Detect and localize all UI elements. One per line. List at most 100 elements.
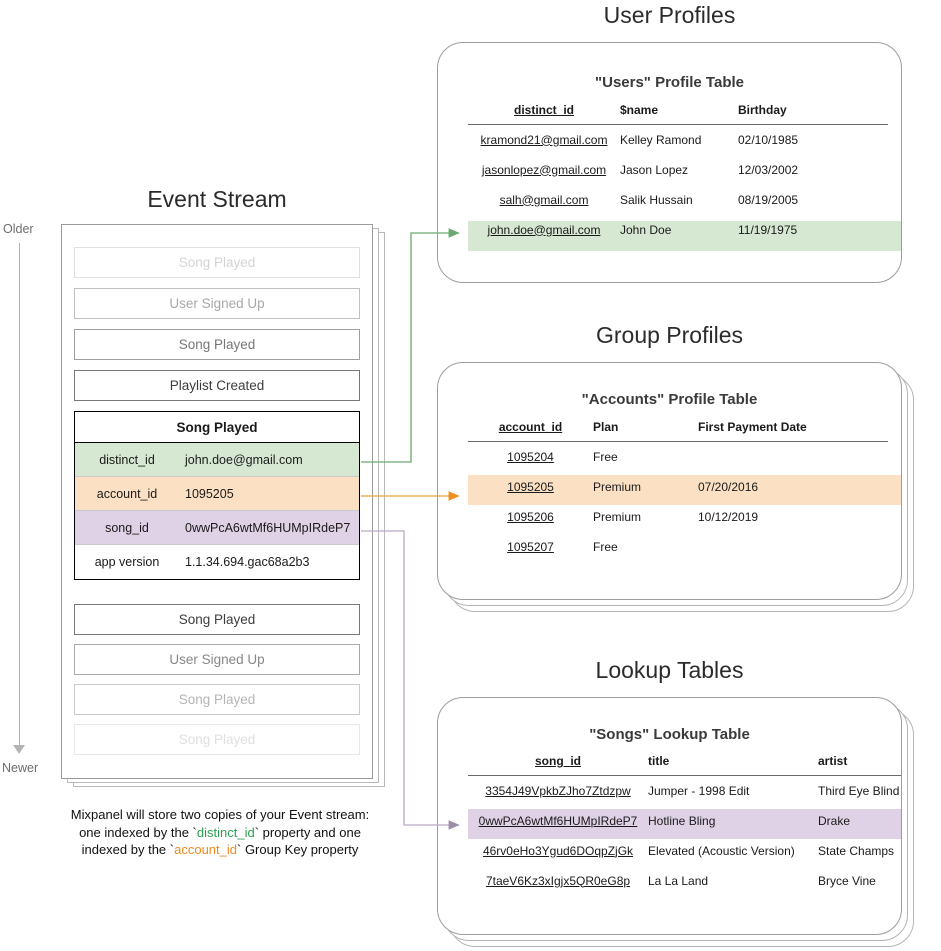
users-cell-distinct-id: kramond21@gmail.com	[480, 132, 608, 147]
table-row[interactable]: 1095204 Free	[468, 442, 888, 472]
accounts-col-account-id: account_id	[498, 420, 563, 434]
caption-line-3: indexed by the `account_id` Group Key pr…	[30, 841, 410, 859]
axis-label-newer: Newer	[2, 761, 39, 775]
page-title-user-profiles: User Profiles	[603, 2, 736, 28]
accounts-table: account_id Plan First Payment Date 10952…	[468, 420, 888, 562]
event-card[interactable]: Song Played	[74, 684, 360, 715]
event-card[interactable]: User Signed Up	[74, 288, 360, 319]
users-col-distinct-id: distinct_id	[513, 103, 574, 117]
event-property-row-distinct-id: distinct_id john.doe@gmail.com	[75, 443, 359, 477]
event-property-value: john.doe@gmail.com	[185, 452, 303, 467]
accounts-table-header-row: account_id Plan First Payment Date	[468, 420, 888, 442]
users-cell-name: Salik Hussain	[620, 192, 693, 207]
users-col-birthday: Birthday	[738, 103, 787, 117]
songs-col-song-id: song_id	[534, 754, 581, 768]
table-row[interactable]: 1095207 Free	[468, 532, 888, 562]
table-row-highlighted[interactable]: 0wwPcA6wtMf6HUMpIRdeP7 Hotline Bling Dra…	[468, 806, 901, 836]
event-card[interactable]: User Signed Up	[74, 644, 360, 675]
accounts-row-highlight-band	[468, 475, 901, 505]
accounts-cell-plan: Free	[593, 449, 618, 464]
users-cell-distinct-id: salh@gmail.com	[499, 192, 589, 207]
users-table-title: "Users" Profile Table	[595, 74, 744, 91]
users-cell-birthday: 02/10/1985	[738, 132, 799, 147]
event-card-label: User Signed Up	[169, 296, 265, 311]
axis-label-older: Older	[3, 222, 34, 236]
users-cell-distinct-id: john.doe@gmail.com	[487, 222, 601, 237]
event-card-selected-label: Song Played	[75, 412, 359, 443]
table-row[interactable]: 7taeV6Kz3xIgjx5QR0eG8p La La Land Bryce …	[468, 866, 901, 896]
songs-cell-artist: Bryce Vine	[818, 873, 876, 888]
songs-cell-title: Hotline Bling	[648, 813, 716, 828]
accounts-cell-account-id: 1095204	[507, 449, 554, 464]
event-card-label: Song Played	[178, 732, 256, 747]
songs-cell-title: Elevated (Acoustic Version)	[648, 843, 795, 858]
songs-table: song_id title artist 3354J49VpkbZJho7Ztd…	[468, 754, 901, 896]
event-card-label: User Signed Up	[169, 652, 265, 667]
event-card-label: Song Played	[178, 255, 256, 270]
table-row[interactable]: jasonlopez@gmail.com Jason Lopez 12/03/2…	[468, 155, 888, 185]
event-property-key: app version	[94, 555, 160, 569]
accounts-cell-first-payment: 07/20/2016	[698, 479, 759, 494]
caption-token-distinct-id: distinct_id	[196, 824, 255, 840]
accounts-cell-plan: Free	[593, 539, 618, 554]
page-title-event-stream: Event Stream	[147, 186, 287, 212]
songs-cell-song-id: 3354J49VpkbZJho7Ztdzpw	[485, 783, 631, 798]
event-card[interactable]: Song Played	[74, 329, 360, 360]
songs-col-title: title	[648, 754, 670, 768]
accounts-cell-first-payment: 10/12/2019	[698, 509, 759, 524]
table-row-highlighted[interactable]: 1095205 Premium 07/20/2016	[468, 472, 888, 502]
users-cell-name: Jason Lopez	[620, 162, 689, 177]
caption-token-account-id: account_id	[174, 842, 237, 857]
event-card-selected[interactable]: Song Played distinct_id john.doe@gmail.c…	[74, 411, 360, 580]
songs-cell-artist: Drake	[818, 813, 851, 828]
accounts-cell-plan: Premium	[593, 479, 642, 494]
event-card[interactable]: Song Played	[74, 604, 360, 635]
accounts-cell-first-payment	[698, 532, 888, 562]
caption-line-3-pre: indexed by the `	[81, 842, 175, 857]
event-property-value: 1095205	[185, 486, 234, 501]
users-row-highlight-band	[468, 221, 901, 251]
accounts-table-title: "Accounts" Profile Table	[581, 391, 758, 408]
time-axis-line	[19, 243, 20, 750]
songs-cell-song-id: 7taeV6Kz3xIgjx5QR0eG8p	[485, 873, 631, 888]
songs-cell-artist: State Champs	[818, 843, 895, 858]
event-card[interactable]: Playlist Created	[74, 370, 360, 401]
table-row[interactable]: 1095206 Premium 10/12/2019	[468, 502, 888, 532]
accounts-cell-plan: Premium	[593, 509, 642, 524]
caption-line-1: Mixpanel will store two copies of your E…	[70, 807, 370, 822]
songs-table-title: "Songs" Lookup Table	[589, 726, 750, 743]
event-property-key: account_id	[96, 486, 158, 501]
table-row[interactable]: 46rv0eHo3Ygud6DOqpZjGk Elevated (Acousti…	[468, 836, 901, 866]
event-property-row-song-id: song_id 0wwPcA6wtMf6HUMpIRdeP7	[75, 511, 359, 545]
users-cell-birthday: 12/03/2002	[738, 162, 799, 177]
event-card[interactable]: Song Played	[74, 724, 360, 755]
songs-cell-song-id: 0wwPcA6wtMf6HUMpIRdeP7	[478, 813, 638, 828]
users-cell-name: Kelley Ramond	[620, 132, 702, 147]
users-cell-birthday: 08/19/2005	[738, 192, 799, 207]
event-property-key: distinct_id	[99, 452, 155, 467]
table-row[interactable]: salh@gmail.com Salik Hussain 08/19/2005	[468, 185, 888, 215]
diagram-caption: Mixpanel will store two copies of your E…	[30, 806, 410, 859]
table-row[interactable]: 3354J49VpkbZJho7Ztdzpw Jumper - 1998 Edi…	[468, 776, 901, 806]
event-property-value: 1.1.34.694.gac68a2b3	[185, 555, 310, 569]
page-title-group-profiles: Group Profiles	[595, 322, 743, 348]
event-card-label: Playlist Created	[169, 378, 265, 393]
time-axis-arrow-icon	[13, 745, 25, 754]
users-profile-card-stack: "Users" Profile Table distinct_id $name …	[437, 42, 902, 283]
songs-lookup-card: "Songs" Lookup Table song_id title artis…	[437, 697, 902, 935]
caption-line-2-post: ` property and one	[254, 824, 361, 840]
songs-cell-title: Jumper - 1998 Edit	[648, 783, 750, 798]
event-card[interactable]: Song Played	[74, 247, 360, 278]
users-cell-distinct-id: jasonlopez@gmail.com	[481, 162, 607, 177]
songs-cell-title: La La Land	[648, 873, 709, 888]
accounts-profile-card-stack: "Accounts" Profile Table account_id Plan…	[437, 362, 914, 612]
songs-table-header-row: song_id title artist	[468, 754, 901, 776]
caption-line-2: one indexed by the `distinct_id` propert…	[30, 824, 410, 842]
songs-col-artist: artist	[818, 754, 848, 768]
table-row-highlighted[interactable]: john.doe@gmail.com John Doe 11/19/1975	[468, 215, 888, 245]
users-cell-name: John Doe	[620, 222, 672, 237]
table-row[interactable]: kramond21@gmail.com Kelley Ramond 02/10/…	[468, 125, 888, 155]
event-property-key: song_id	[105, 520, 149, 535]
users-table: distinct_id $name Birthday kramond21@gma…	[468, 103, 888, 245]
page-title-lookup-tables: Lookup Tables	[595, 657, 744, 683]
